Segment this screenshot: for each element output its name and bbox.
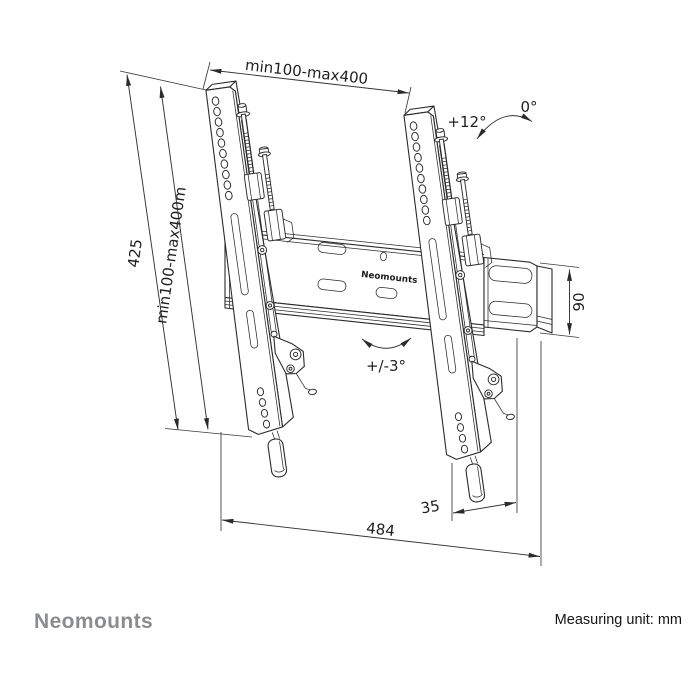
dimension-bottom-offset: 35 bbox=[419, 338, 518, 521]
tilt-zero-label: 0° bbox=[520, 98, 537, 116]
dim-label-top-width: min100-max400 bbox=[244, 56, 369, 88]
dimension-side-depth: 90 bbox=[539, 262, 588, 338]
wall-plate: Neomounts bbox=[224, 227, 553, 337]
tilt-max-label: +12° bbox=[447, 113, 486, 131]
tilt-range-indicator: +12° 0° bbox=[447, 98, 538, 140]
dim-label-bottom-offset: 35 bbox=[419, 497, 441, 518]
dimension-bottom-width: 484 bbox=[220, 341, 542, 566]
swivel-range-indicator: +/-3° bbox=[361, 337, 412, 375]
swivel-label: +/-3° bbox=[366, 357, 406, 375]
plate-end-cap bbox=[483, 256, 553, 334]
dim-label-left-height: 425 bbox=[124, 238, 146, 269]
dim-label-side-depth: 90 bbox=[570, 292, 588, 311]
footer-brand-logo: Neomounts bbox=[34, 610, 154, 633]
measuring-unit-note: Measuring unit: mm bbox=[554, 612, 682, 628]
dim-label-bottom-width: 484 bbox=[365, 519, 396, 540]
